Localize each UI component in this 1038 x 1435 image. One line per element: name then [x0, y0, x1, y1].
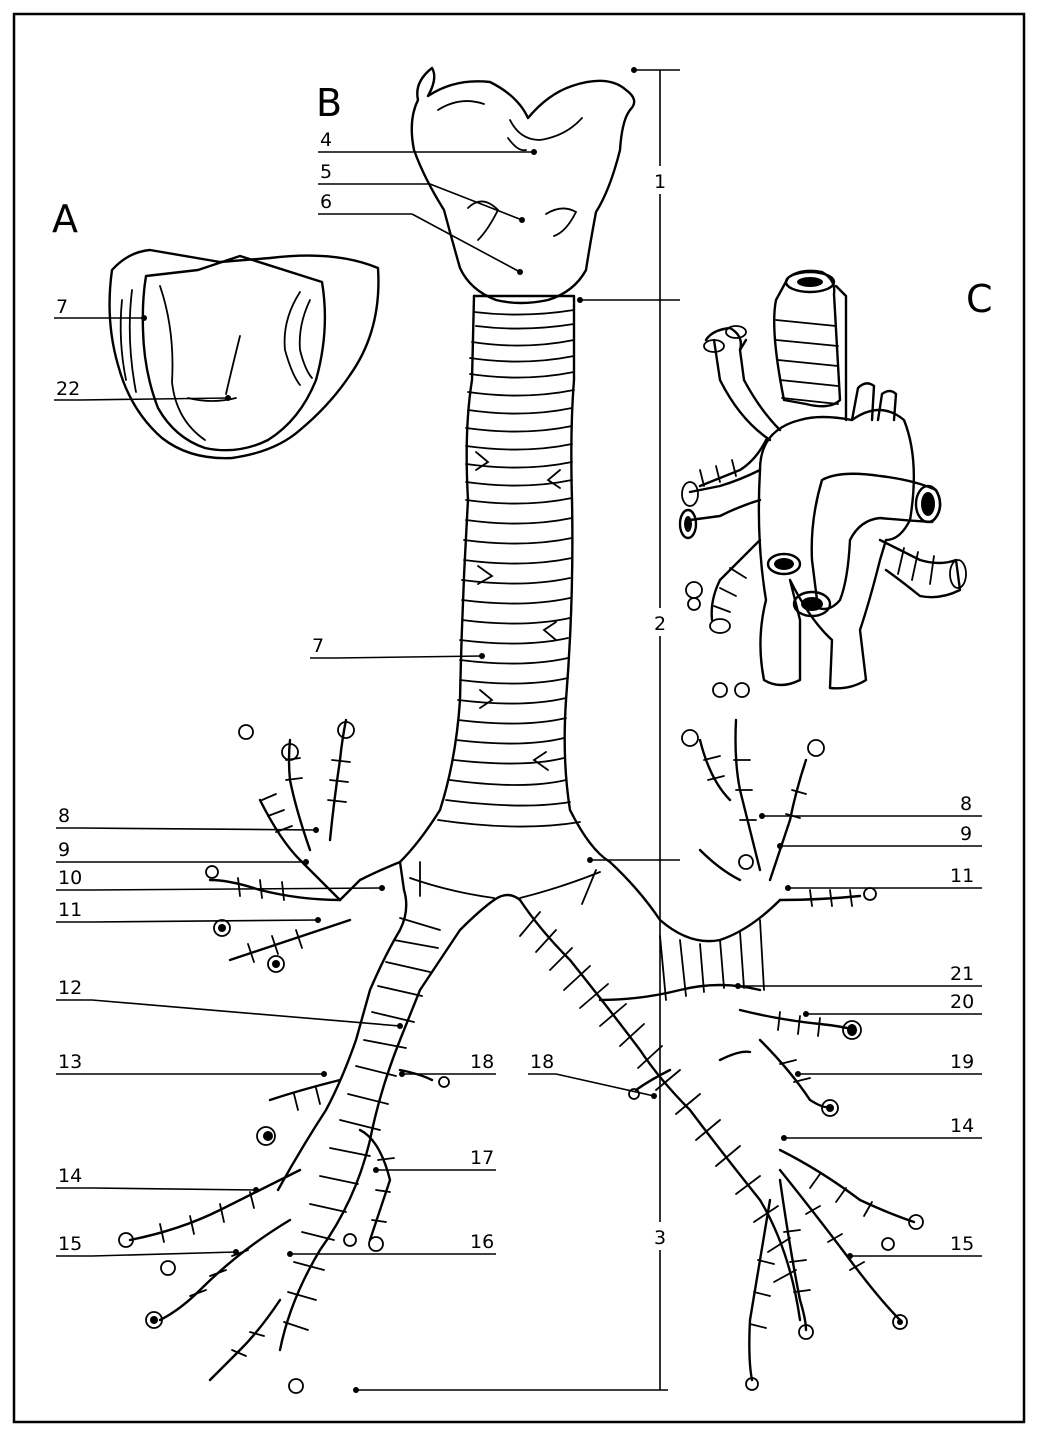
label-b-6: 6 [320, 191, 332, 213]
label-left-18: 18 [470, 1051, 494, 1073]
trachea [400, 296, 610, 862]
label-right-21: 21 [950, 963, 974, 985]
label-right-14: 14 [950, 1115, 974, 1137]
tracheal-ring-cross-section [110, 250, 379, 458]
label-right-11: 11 [950, 865, 974, 887]
label-right-15: 15 [950, 1233, 974, 1255]
label-a-7: 7 [56, 296, 68, 318]
label-left-9: 9 [58, 839, 70, 861]
label-left-15: 15 [58, 1233, 82, 1255]
measure-1: 1 [654, 171, 666, 193]
label-left-8: 8 [58, 805, 70, 827]
label-trachea-7: 7 [312, 635, 324, 657]
label-b-5: 5 [320, 161, 332, 183]
label-right-8: 8 [960, 793, 972, 815]
panel-label-c: C [966, 277, 993, 321]
panel-label-b: B [316, 81, 342, 125]
label-left-14: 14 [58, 1165, 82, 1187]
label-left-12: 12 [58, 977, 82, 999]
label-left-10: 10 [58, 867, 82, 889]
great-vessels-illustration [680, 271, 966, 688]
label-right-20: 20 [950, 991, 974, 1013]
bronchial-tree [119, 683, 923, 1393]
label-left-11: 11 [58, 899, 82, 921]
label-left-17: 17 [470, 1147, 494, 1169]
figure-frame [14, 14, 1024, 1422]
label-a-22: 22 [56, 378, 80, 400]
label-right-9: 9 [960, 823, 972, 845]
measure-3: 3 [654, 1227, 666, 1249]
label-left-13: 13 [58, 1051, 82, 1073]
larynx [412, 68, 634, 303]
label-right-18: 18 [530, 1051, 554, 1073]
measurement-bracket [353, 67, 680, 1393]
label-left-16: 16 [470, 1231, 494, 1253]
panel-label-a: A [52, 197, 78, 241]
label-b-4: 4 [320, 129, 332, 151]
label-right-19: 19 [950, 1051, 974, 1073]
measure-2: 2 [654, 613, 666, 635]
bronchiole-ends [150, 924, 903, 1325]
